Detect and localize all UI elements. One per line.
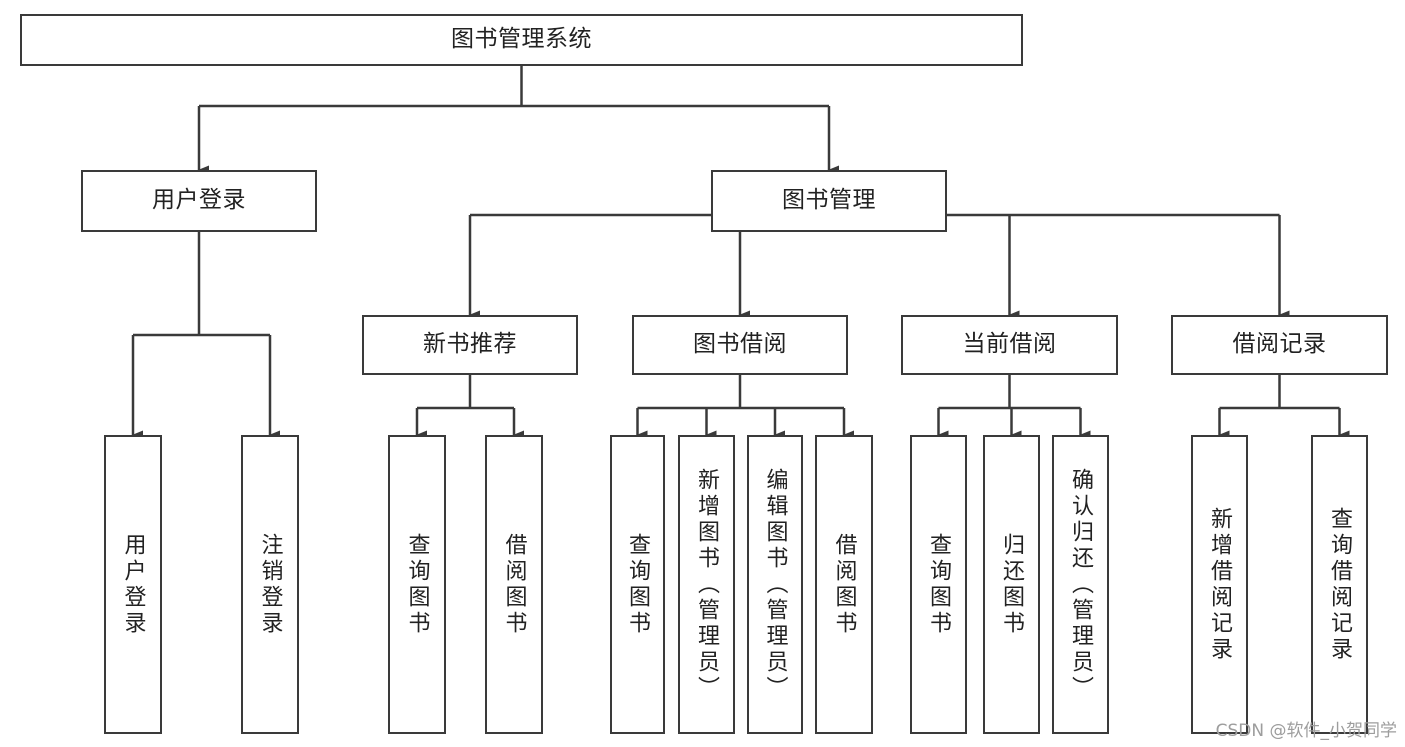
node-leaf_return_book[interactable]: 归还图书 [983,435,1040,734]
node-label-leaf_add_record: 新增借阅记录 [1207,506,1233,663]
node-label-leaf_query_book_1: 查询图书 [404,532,430,637]
node-label-leaf_query_book_3: 查询图书 [926,532,952,637]
node-label-leaf_query_book_2: 查询图书 [625,532,651,637]
node-label-leaf_return_book: 归还图书 [999,532,1025,637]
node-book_borrow[interactable]: 图书借阅 [632,315,848,375]
node-leaf_confirm_ret[interactable]: 确认归还（管理员） [1052,435,1109,734]
node-leaf_edit_book[interactable]: 编辑图书（管理员） [747,435,803,734]
node-label-book_manage: 图书管理 [782,187,876,214]
node-leaf_query_record[interactable]: 查询借阅记录 [1311,435,1368,734]
node-label-leaf_logout: 注销登录 [257,532,283,637]
node-leaf_query_book_3[interactable]: 查询图书 [910,435,967,734]
node-new_book_rec[interactable]: 新书推荐 [362,315,578,375]
node-label-leaf_user_login: 用户登录 [120,532,146,637]
node-root[interactable]: 图书管理系统 [20,14,1023,66]
node-leaf_add_record[interactable]: 新增借阅记录 [1191,435,1248,734]
node-label-cur_borrow: 当前借阅 [962,331,1057,358]
node-leaf_user_login[interactable]: 用户登录 [104,435,162,734]
node-leaf_logout[interactable]: 注销登录 [241,435,299,734]
node-label-leaf_query_record: 查询借阅记录 [1327,506,1353,663]
node-leaf_query_book_1[interactable]: 查询图书 [388,435,446,734]
node-label-leaf_edit_book: 编辑图书（管理员） [762,467,788,702]
node-user_login[interactable]: 用户登录 [81,170,317,232]
node-label-leaf_borrow_book_1: 借阅图书 [501,532,527,637]
node-leaf_borrow_book_2[interactable]: 借阅图书 [815,435,873,734]
node-label-root: 图书管理系统 [451,26,592,53]
node-cur_borrow[interactable]: 当前借阅 [901,315,1118,375]
node-label-new_book_rec: 新书推荐 [423,331,517,358]
watermark-text: CSDN @软件_小贺同学 [1215,721,1397,741]
node-leaf_add_book[interactable]: 新增图书（管理员） [678,435,735,734]
node-label-book_borrow: 图书借阅 [693,331,787,358]
node-label-leaf_borrow_book_2: 借阅图书 [831,532,857,637]
node-leaf_borrow_book_1[interactable]: 借阅图书 [485,435,543,734]
node-label-leaf_add_book: 新增图书（管理员） [694,467,720,702]
node-borrow_record[interactable]: 借阅记录 [1171,315,1388,375]
node-leaf_query_book_2[interactable]: 查询图书 [610,435,665,734]
node-book_manage[interactable]: 图书管理 [711,170,947,232]
node-label-user_login: 用户登录 [152,187,246,214]
node-label-borrow_record: 借阅记录 [1232,331,1327,358]
node-label-leaf_confirm_ret: 确认归还（管理员） [1068,467,1094,702]
